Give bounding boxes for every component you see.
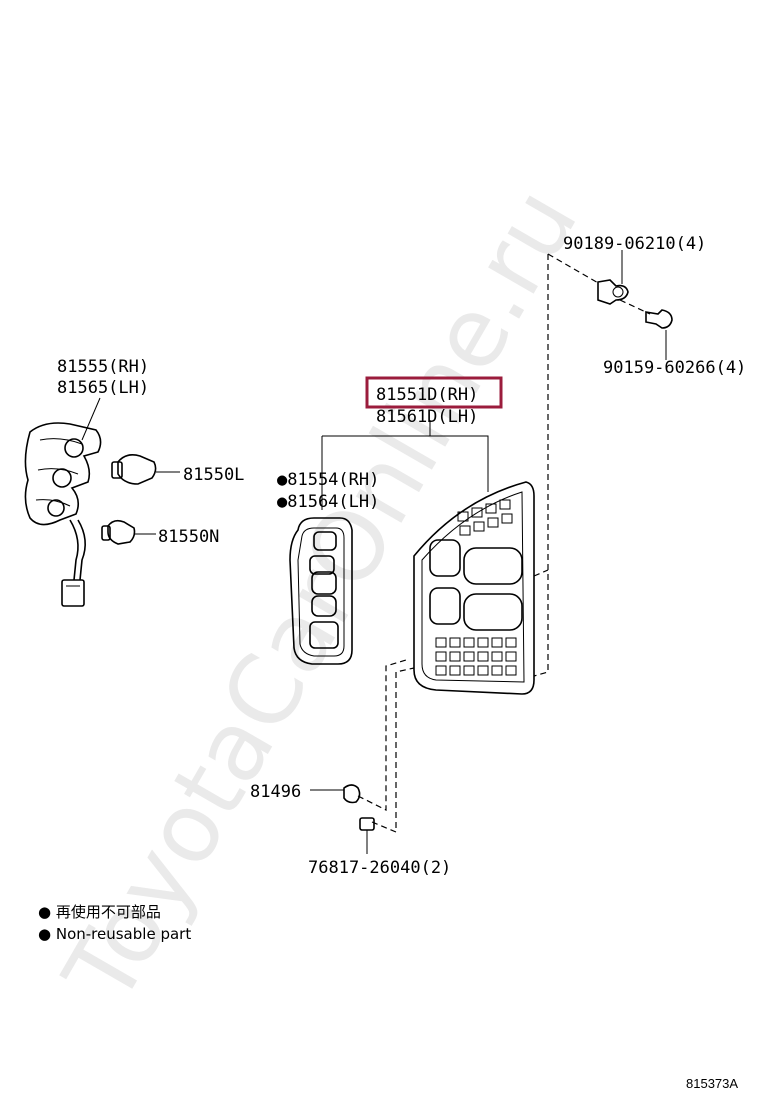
label-screw-b: 90159-60266(4): [603, 358, 746, 378]
bulb-81550n: [101, 519, 156, 545]
lamp-led-grid: [435, 499, 517, 676]
wire-harness-assembly: [24, 422, 102, 607]
label-bulb-l: 81550L: [183, 465, 244, 485]
nut-76817: [359, 817, 375, 854]
label-bulb-n: 81550N: [158, 527, 219, 547]
label-harness-rh: 81555(RH): [57, 357, 149, 377]
lens-panel: [289, 517, 353, 665]
label-lens-lh: ●81564(LH): [277, 492, 379, 512]
clip-81496: [310, 784, 361, 804]
label-lamp-rh[interactable]: 81551D(RH): [376, 385, 478, 405]
screw-90159: [645, 309, 673, 360]
screw-90189: [597, 250, 629, 305]
leader-harness: [81, 397, 101, 441]
bulb-81550l: [111, 454, 180, 485]
label-lens-rh: ●81554(RH): [277, 470, 379, 490]
leader-lamp: [322, 435, 489, 492]
diagram-code: 815373A: [686, 1076, 738, 1091]
tail-lamp-assembly: [413, 481, 535, 695]
label-screw-a: 90189-06210(4): [563, 234, 706, 254]
label-clip-a: 81496: [250, 782, 301, 802]
highlight-box: [365, 376, 503, 409]
label-clip-b: 76817-26040(2): [308, 858, 451, 878]
legend-jp: ● 再使用不可部品: [38, 903, 161, 921]
label-harness-lh: 81565(LH): [57, 378, 149, 398]
legend-en: ● Non-reusable part: [38, 925, 191, 943]
label-lamp-lh: 81561D(LH): [376, 407, 478, 427]
